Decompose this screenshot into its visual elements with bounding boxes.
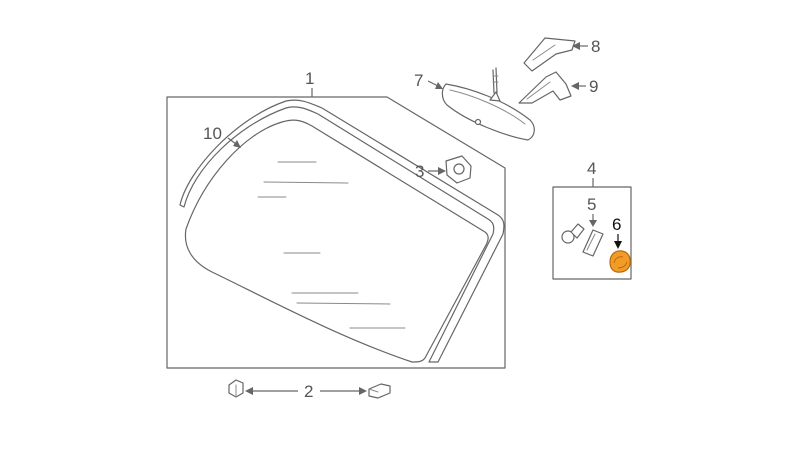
callout-1[interactable]: 1: [305, 69, 314, 88]
rearview-mirror-part[interactable]: [441, 67, 535, 141]
callout-10[interactable]: 10: [203, 124, 222, 143]
arrowhead-2-right: [359, 387, 367, 395]
leader-10: [227, 137, 237, 145]
windshield-group-box: [166, 96, 506, 369]
windshield-molding: [179, 99, 505, 363]
windshield-assembly[interactable]: [166, 96, 506, 369]
mirror-cover-upper-part[interactable]: [523, 37, 576, 72]
callout-9[interactable]: 9: [589, 77, 598, 96]
glass-reflection-lines: [257, 161, 406, 329]
arrowhead-5: [589, 220, 597, 227]
callout-2[interactable]: 2: [304, 382, 313, 401]
arrowhead-9: [571, 82, 579, 90]
callout-3[interactable]: 3: [415, 162, 424, 181]
sensor-bracket-part[interactable]: [445, 155, 472, 184]
arrowhead-10: [233, 140, 241, 148]
arrowhead-6: [614, 241, 622, 249]
callout-8[interactable]: 8: [591, 37, 600, 56]
gel-pad-part[interactable]: [582, 229, 604, 257]
arrowhead-8: [572, 42, 580, 50]
arrowhead-2-left: [245, 387, 253, 395]
mirror-cover-lower-part[interactable]: [518, 71, 572, 104]
windshield-glass: [184, 119, 489, 363]
callout-6[interactable]: 6: [612, 215, 621, 234]
sensor-clip-part-highlighted[interactable]: [609, 250, 631, 273]
sensor-mount-part[interactable]: [561, 223, 585, 244]
callout-5[interactable]: 5: [587, 195, 596, 214]
arrowhead-3: [438, 167, 446, 175]
callout-7[interactable]: 7: [414, 71, 423, 90]
arrowhead-7: [435, 82, 443, 89]
spacer-right-part[interactable]: [368, 383, 391, 399]
sensor-kit-box: [552, 186, 632, 280]
callout-4[interactable]: 4: [587, 159, 596, 178]
spacer-left-part[interactable]: [228, 379, 244, 398]
leader-7: [427, 80, 439, 87]
